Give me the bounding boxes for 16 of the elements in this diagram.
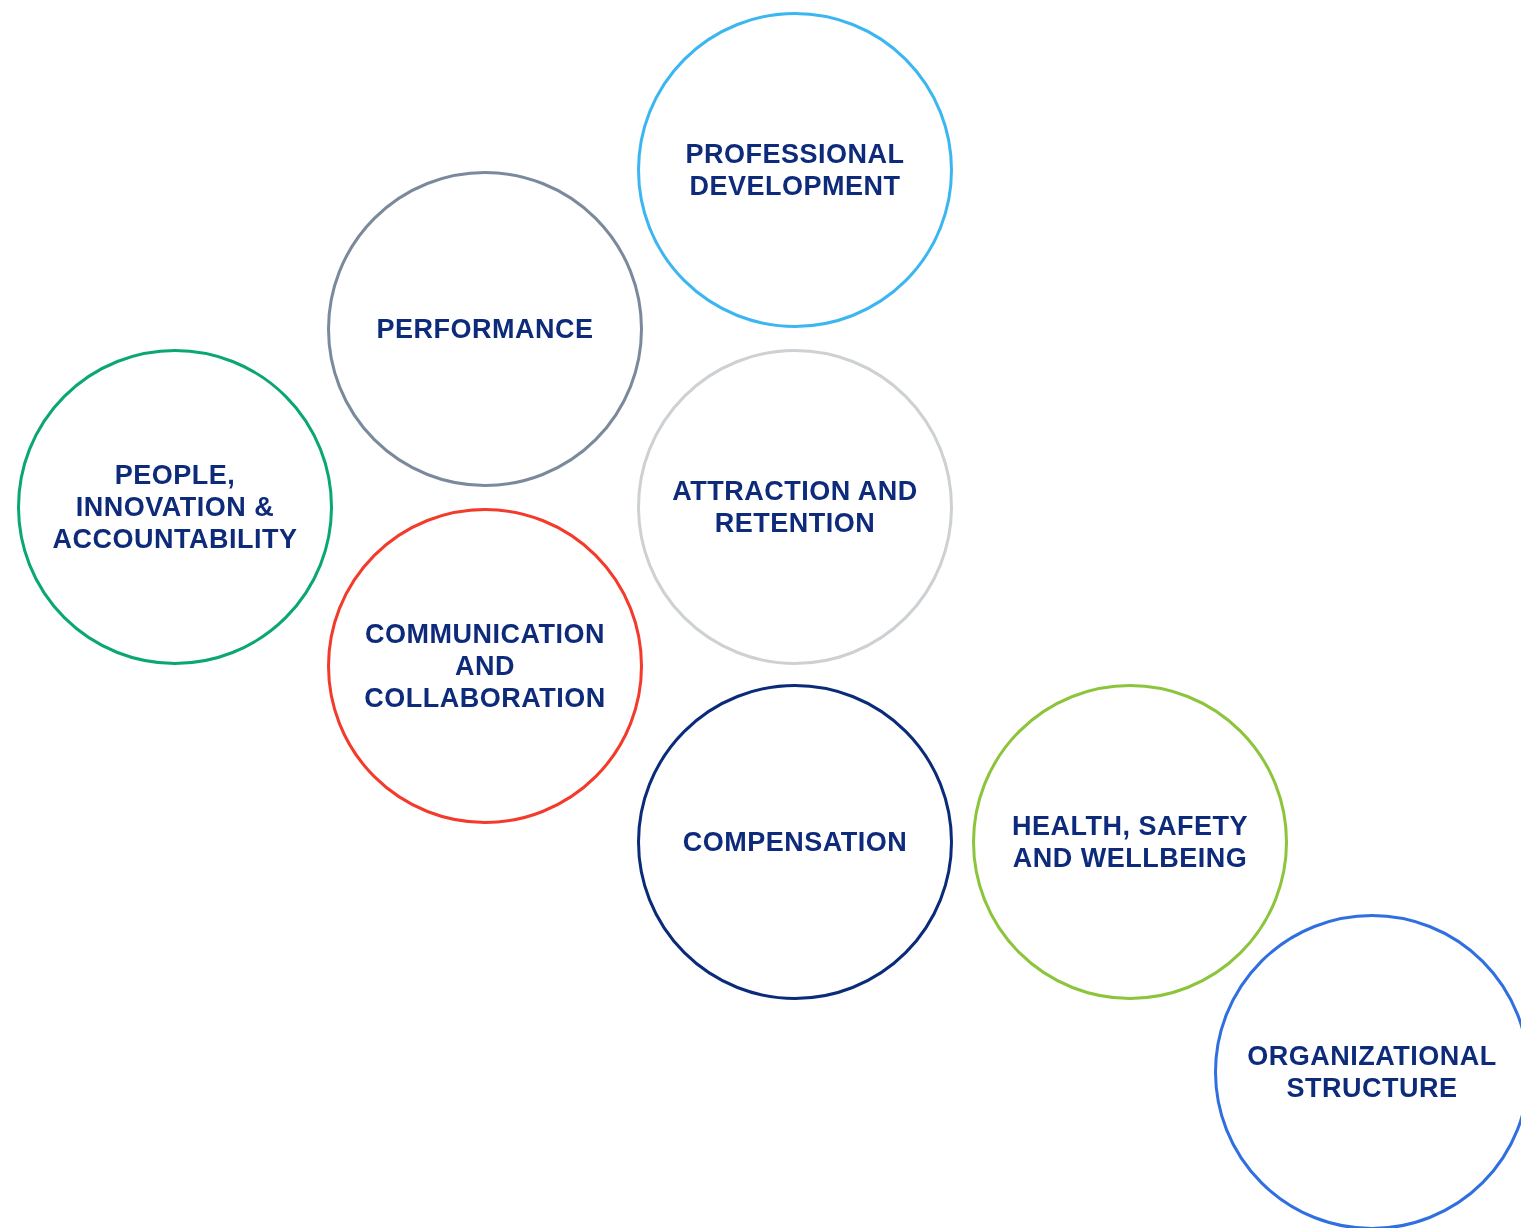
circle-node	[17, 349, 333, 665]
circle-node	[1214, 914, 1521, 1228]
node-label: ATTRACTION AND RETENTION	[671, 475, 919, 539]
circle-node	[637, 684, 953, 1000]
node-label: COMPENSATION	[682, 826, 908, 858]
circle-node	[327, 171, 643, 487]
circle-node	[637, 349, 953, 665]
node-label: PROFESSIONAL DEVELOPMENT	[684, 138, 906, 202]
circle-node	[637, 12, 953, 328]
node-label: COMMUNICATION AND COLLABORATION	[363, 618, 607, 714]
node-label: PERFORMANCE	[376, 313, 594, 345]
circle-node	[327, 508, 643, 824]
circle-node	[972, 684, 1288, 1000]
node-label: HEALTH, SAFETY AND WELLBEING	[1011, 810, 1249, 874]
node-label: PEOPLE, INNOVATION & ACCOUNTABILITY	[51, 459, 299, 555]
node-label: ORGANIZATIONAL STRUCTURE	[1246, 1040, 1498, 1104]
